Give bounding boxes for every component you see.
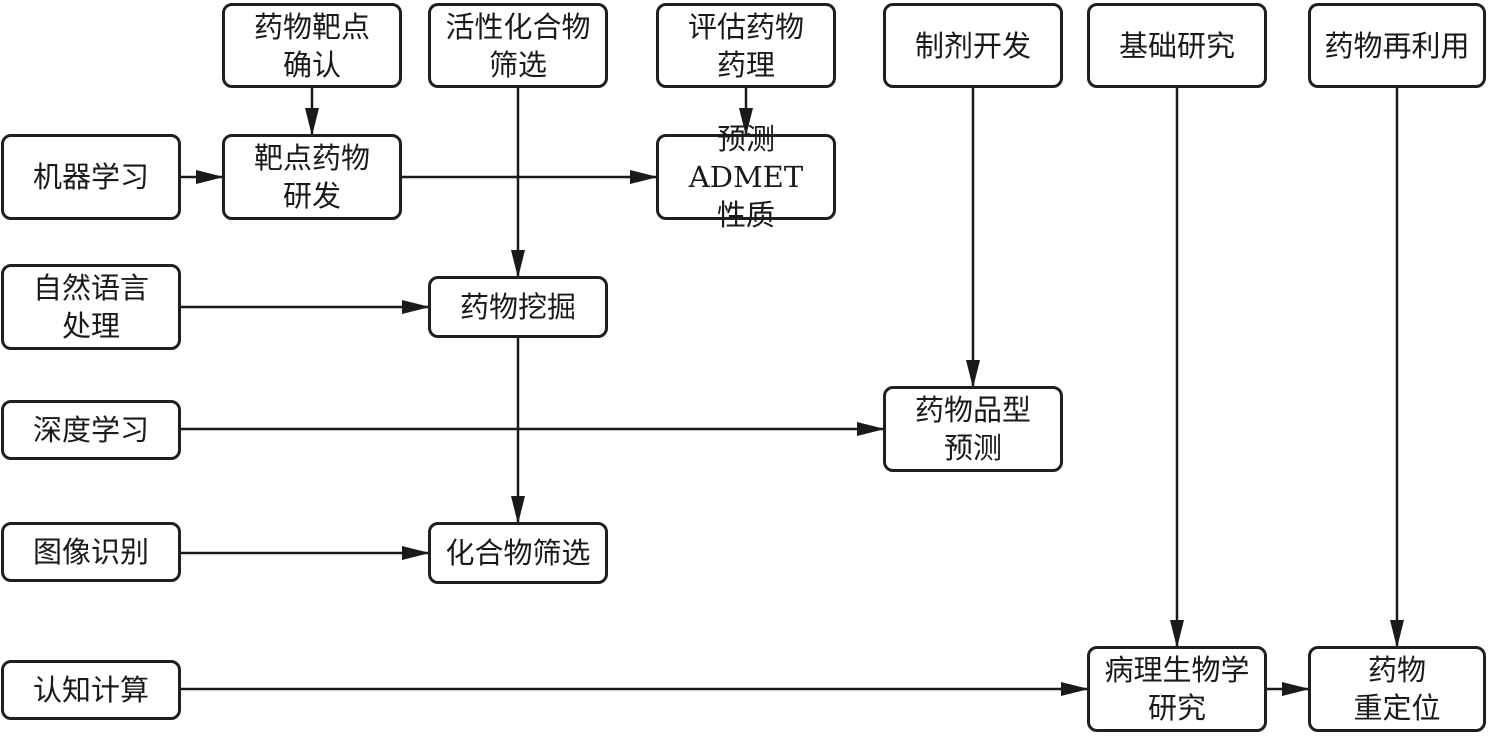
node-label: 化合物筛选 [445,536,591,570]
node-machine-learning: 机器学习 [1,134,181,220]
node-label: 药物品型 预测 [914,393,1031,465]
node-label: 基础研究 [1118,28,1235,63]
node-image-recog: 图像识别 [1,522,181,582]
node-target-drug-dev: 靶点药物 研发 [222,134,402,220]
node-label: 药物靶点 确认 [253,9,370,82]
node-label: 活性化合物 筛选 [445,9,591,82]
node-label: 图像识别 [32,535,149,569]
node-deep-learning: 深度学习 [1,400,181,460]
node-target-confirm: 药物靶点 确认 [222,3,402,88]
node-label: 制剂开发 [914,28,1031,63]
node-compound-screen: 化合物筛选 [428,522,608,584]
node-label: 深度学习 [32,413,149,447]
node-label: 评估药物 药理 [687,9,804,82]
node-label: 自然语言 处理 [32,271,149,343]
node-cognitive: 认知计算 [1,660,181,720]
node-active-screen: 活性化合物 筛选 [428,3,608,88]
node-label: 病理生物学 研究 [1104,653,1250,725]
node-drug-reuse: 药物再利用 [1308,3,1486,88]
node-predict-admet: 预测ADMET 性质 [656,122,836,232]
node-drug-mining: 药物挖掘 [428,276,608,338]
node-label: 靶点药物 研发 [253,141,370,213]
node-formulation: 制剂开发 [883,3,1063,88]
node-reposition: 药物 重定位 [1308,646,1486,732]
node-label: 药物再利用 [1324,28,1470,63]
node-nlp: 自然语言 处理 [1,264,181,350]
node-label: 药物 重定位 [1353,653,1441,725]
node-eval-pharm: 评估药物 药理 [656,3,836,88]
node-dosage-predict: 药物品型 预测 [883,386,1063,472]
node-label: 预测ADMET 性质 [688,122,804,232]
node-basic-research: 基础研究 [1087,3,1267,88]
node-label: 机器学习 [32,160,149,194]
node-label: 认知计算 [32,673,149,707]
node-pathobio: 病理生物学 研究 [1087,646,1267,732]
node-label: 药物挖掘 [459,290,576,324]
